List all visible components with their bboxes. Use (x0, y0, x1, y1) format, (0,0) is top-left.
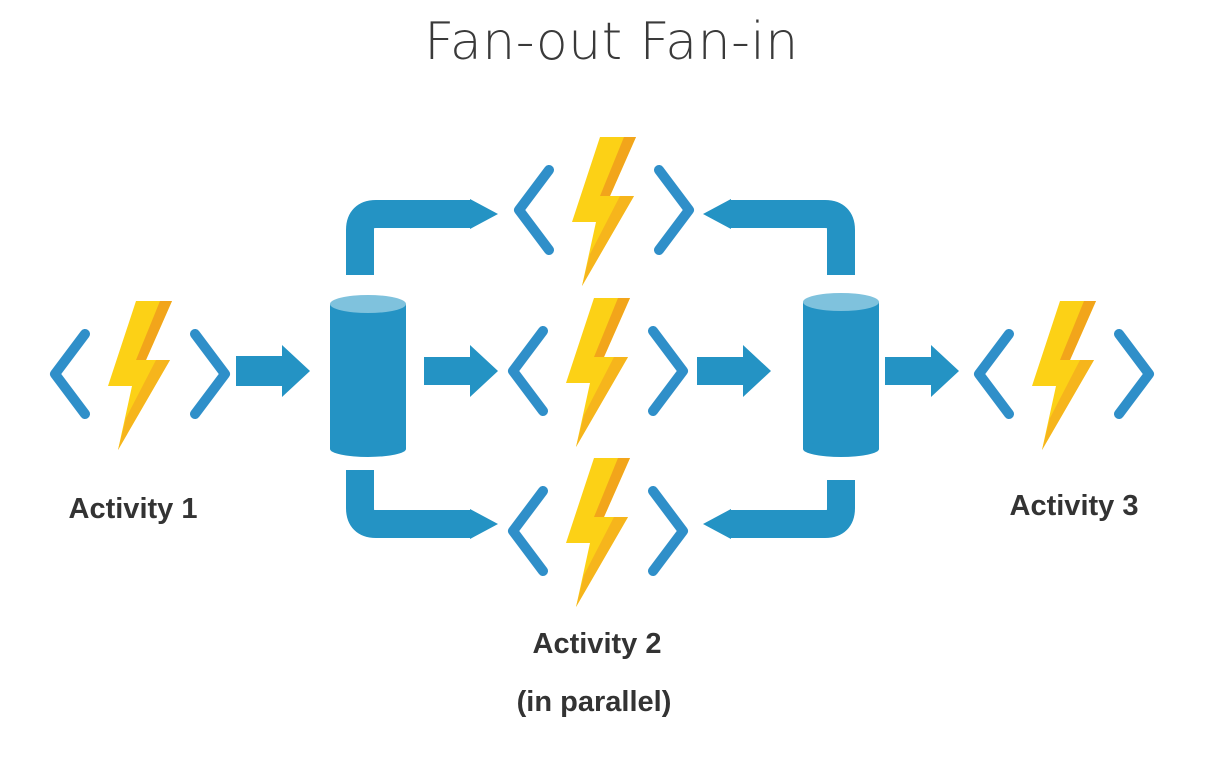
activity-2-label: Activity 2 (532, 628, 662, 660)
arrow-icon (346, 199, 498, 275)
azure-function-icon (513, 458, 683, 607)
activity-2-note: (in parallel) (516, 686, 672, 718)
arrow-icon (346, 470, 498, 539)
azure-function-icon (519, 137, 689, 286)
arrow-icon (885, 345, 959, 397)
azure-function-icon (979, 301, 1149, 450)
azure-function-icon (513, 298, 683, 447)
arrow-icon (703, 480, 855, 539)
storage-queue-icon (803, 293, 879, 457)
page-title: Fan-out Fan-in (424, 12, 799, 72)
activity-3-label: Activity 3 (1009, 490, 1139, 522)
arrow-icon (697, 345, 771, 397)
azure-function-icon (55, 301, 225, 450)
activity-1-label: Activity 1 (68, 493, 198, 525)
storage-queue-icon (330, 295, 406, 457)
arrow-icon (703, 199, 855, 275)
arrow-icon (236, 345, 310, 397)
arrow-icon (424, 345, 498, 397)
